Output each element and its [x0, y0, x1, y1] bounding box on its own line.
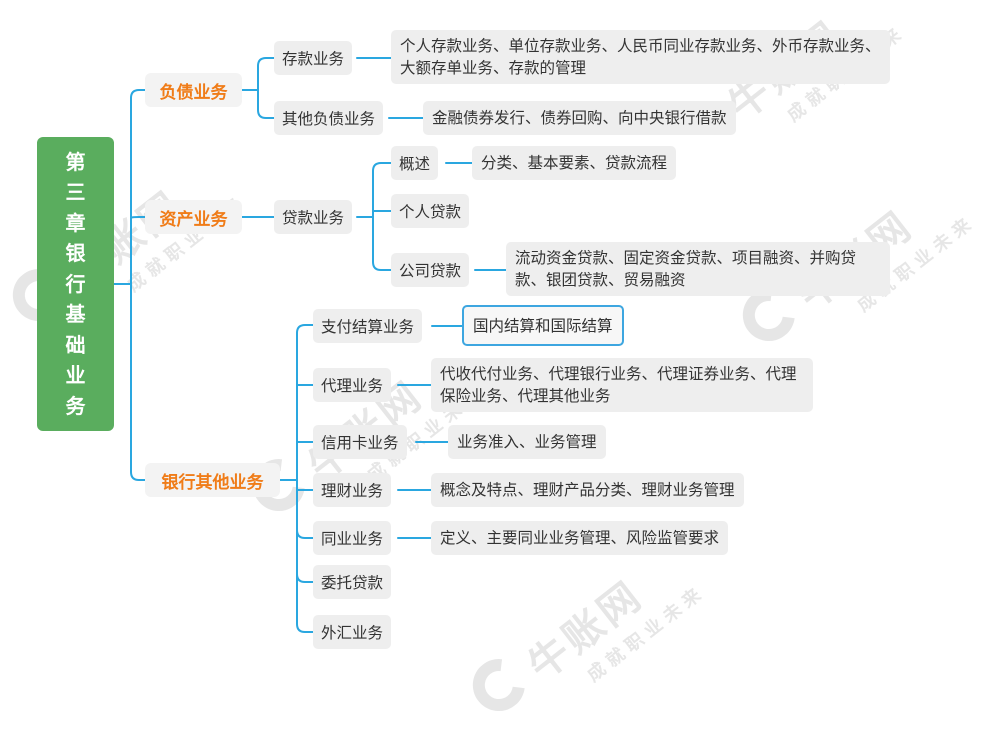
- root-char: 务: [65, 393, 86, 418]
- root-char: 行: [65, 271, 86, 296]
- root-char: 业: [65, 363, 86, 388]
- root-char: 银: [65, 241, 86, 266]
- detail-corporate-loan: 流动资金贷款、固定资金贷款、项目融资、并购贷款、银团贷款、贸易融资: [506, 242, 890, 296]
- topic-wealth: 理财业务: [313, 473, 392, 507]
- topic-interbank: 同业业务: [313, 521, 392, 555]
- detail-interbank: 定义、主要同业业务管理、风险监管要求: [431, 521, 729, 555]
- topic-loan-overview: 概述: [391, 146, 439, 180]
- topic-entrusted-loan: 委托贷款: [313, 565, 392, 599]
- category-other-business: 银行其他业务: [145, 463, 280, 497]
- root-char: 三: [65, 180, 86, 205]
- topic-credit-card: 信用卡业务: [313, 425, 407, 459]
- topic-personal-loan: 个人贷款: [391, 194, 470, 228]
- detail-deposit: 个人存款业务、单位存款业务、人民币同业存款业务、外币存款业务、大额存单业务、存款…: [391, 30, 890, 84]
- topic-forex: 外汇业务: [313, 615, 392, 649]
- detail-loan-overview: 分类、基本要素、贷款流程: [472, 146, 677, 180]
- topic-agency: 代理业务: [313, 368, 392, 402]
- connector-lines: [113, 57, 507, 633]
- category-asset: 资产业务: [145, 200, 242, 234]
- detail-credit-card: 业务准入、业务管理: [448, 425, 606, 459]
- root-topic: 第 三 章 银 行 基 础 业 务: [37, 137, 114, 431]
- topic-deposit: 存款业务: [274, 41, 353, 75]
- detail-wealth: 概念及特点、理财产品分类、理财业务管理: [431, 473, 744, 507]
- root-char: 基: [65, 302, 86, 327]
- topic-corporate-loan: 公司贷款: [391, 253, 470, 287]
- category-liability: 负债业务: [145, 73, 242, 107]
- detail-agency: 代收代付业务、代理银行业务、代理证券业务、代理保险业务、代理其他业务: [431, 358, 813, 412]
- detail-payment: 国内结算和国际结算: [462, 305, 624, 346]
- root-char: 础: [65, 332, 86, 357]
- root-char: 第: [65, 149, 86, 174]
- topic-loan: 贷款业务: [274, 200, 353, 234]
- root-char: 章: [65, 210, 86, 235]
- topic-other-liability: 其他负债业务: [274, 101, 384, 135]
- topic-payment: 支付结算业务: [313, 309, 423, 343]
- detail-other-liability: 金融债券发行、债券回购、向中央银行借款: [423, 101, 736, 135]
